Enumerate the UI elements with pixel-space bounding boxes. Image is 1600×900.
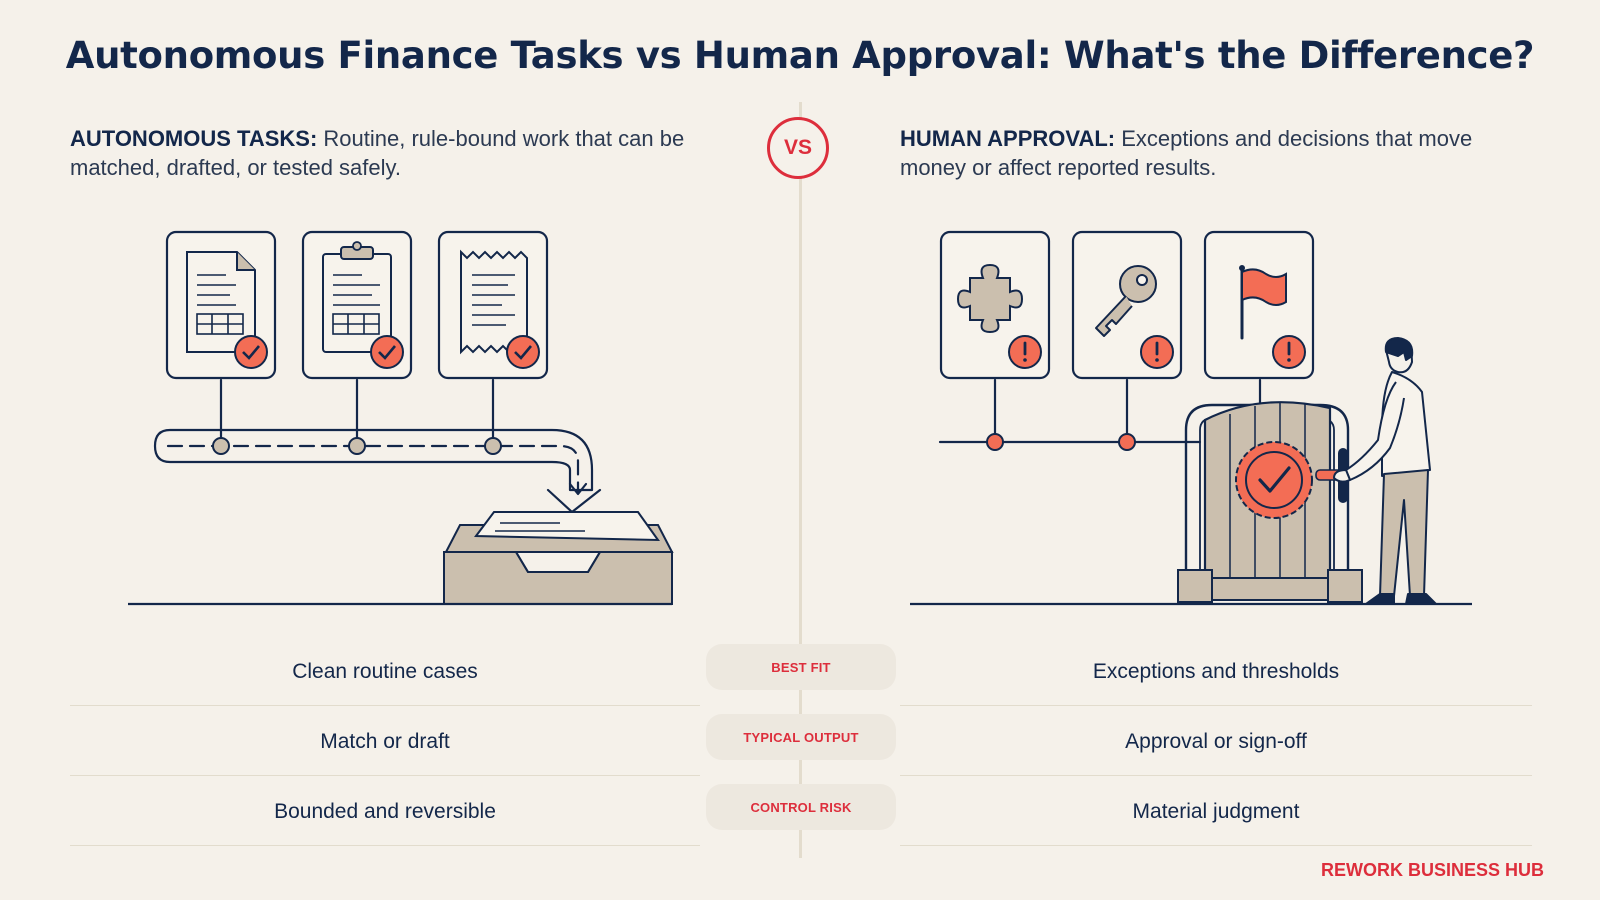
flag-icon bbox=[1203, 230, 1315, 380]
control-risk-autonomous: Bounded and reversible bbox=[70, 778, 700, 846]
vs-badge: VS bbox=[767, 117, 829, 179]
exclamation-badge-icon bbox=[1140, 335, 1174, 369]
best-fit-autonomous: Clean routine cases bbox=[70, 638, 700, 706]
approval-illustration bbox=[910, 230, 1472, 606]
page-title: Autonomous Finance Tasks vs Human Approv… bbox=[65, 34, 1535, 77]
typical-output-autonomous: Match or draft bbox=[70, 708, 700, 776]
control-risk-label: CONTROL RISK bbox=[706, 784, 896, 830]
autonomous-description: AUTONOMOUS TASKS: Routine, rule-bound wo… bbox=[70, 124, 690, 182]
brand-footer: REWORK BUSINESS HUB bbox=[1320, 860, 1544, 880]
center-divider bbox=[799, 102, 802, 858]
document-table-icon bbox=[165, 230, 277, 380]
typical-output-approval: Approval or sign-off bbox=[900, 708, 1532, 776]
typical-output-label: TYPICAL OUTPUT bbox=[706, 714, 896, 760]
exclamation-badge-icon bbox=[1272, 335, 1306, 369]
autonomous-illustration bbox=[128, 230, 674, 606]
approver-person-icon bbox=[1333, 337, 1437, 605]
approval-heading: HUMAN APPROVAL: bbox=[900, 126, 1116, 151]
receipt-icon bbox=[437, 230, 549, 380]
autonomous-text: Routine, rule-bound work that can be mat… bbox=[70, 126, 685, 180]
check-badge-icon bbox=[506, 335, 540, 369]
approval-description: HUMAN APPROVAL: Exceptions and decisions… bbox=[900, 124, 1540, 182]
puzzle-piece-icon bbox=[939, 230, 1051, 380]
best-fit-approval: Exceptions and thresholds bbox=[900, 638, 1532, 706]
exclamation-badge-icon bbox=[1008, 335, 1042, 369]
approval-seal-icon bbox=[1235, 441, 1313, 519]
clipboard-table-icon bbox=[301, 230, 413, 380]
approval-text: Exceptions and decisions that move money… bbox=[900, 126, 1473, 180]
inbox-tray-icon bbox=[443, 511, 674, 605]
control-risk-approval: Material judgment bbox=[900, 778, 1532, 846]
approval-gate-icon bbox=[1177, 401, 1363, 603]
autonomous-heading: AUTONOMOUS TASKS: bbox=[70, 126, 318, 151]
key-icon bbox=[1071, 230, 1183, 380]
check-badge-icon bbox=[370, 335, 404, 369]
check-badge-icon bbox=[234, 335, 268, 369]
best-fit-label: BEST FIT bbox=[706, 644, 896, 690]
